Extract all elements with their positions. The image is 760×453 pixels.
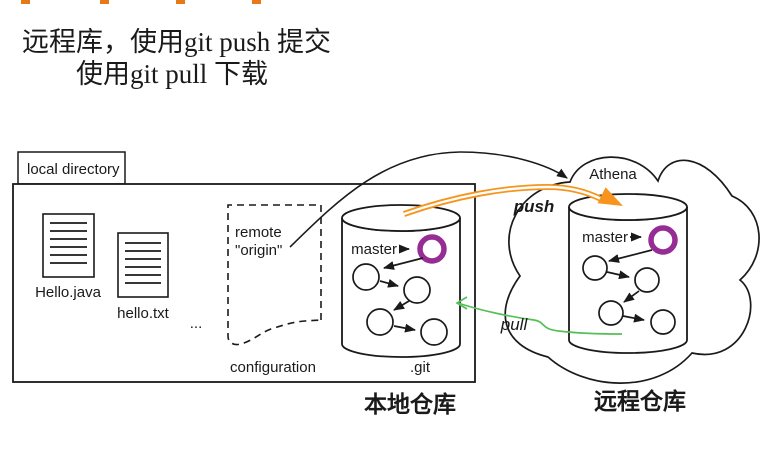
file-label: hello.txt xyxy=(117,305,170,322)
header-line-2: 使用git pull 下载 xyxy=(76,59,269,89)
top-mark xyxy=(252,0,261,4)
pull-arrow-shaft xyxy=(457,302,623,335)
commit-edges xyxy=(606,249,653,323)
cylinder-top xyxy=(341,204,461,232)
pull-arrowhead xyxy=(455,296,468,310)
cloud-label: Athena xyxy=(589,166,637,183)
document-icon xyxy=(42,213,95,278)
local-branch-label: master xyxy=(351,241,397,258)
commit-node xyxy=(598,300,624,326)
remote-git-database: master xyxy=(568,193,688,354)
top-mark xyxy=(100,0,109,4)
top-mark xyxy=(176,0,185,4)
commit-node xyxy=(582,255,608,281)
commit-nodes xyxy=(582,255,676,335)
folder-label: local directory xyxy=(27,161,120,178)
remote-branch-label: master xyxy=(582,229,628,246)
push-arrowhead xyxy=(597,187,623,206)
local-repo-caption: 本地仓库 xyxy=(364,391,456,417)
config-origin-label: "origin" xyxy=(235,242,282,259)
push-arrow-shaft-gap xyxy=(403,185,602,216)
push-arrow: push xyxy=(403,183,623,217)
local-git-database: master .git xyxy=(341,204,461,376)
top-cropped-marks xyxy=(21,0,261,4)
commit-node xyxy=(403,276,431,304)
dashed-outline xyxy=(227,204,322,346)
remote-repo-caption: 远程仓库 xyxy=(594,388,686,414)
config-remote-label: remote xyxy=(235,224,282,241)
top-mark xyxy=(21,0,30,4)
push-label: push xyxy=(513,197,555,216)
file-label: Hello.java xyxy=(35,284,102,301)
local-db-label: .git xyxy=(410,359,431,376)
head-commit-node xyxy=(648,225,678,255)
file-hello-java: Hello.java xyxy=(35,213,102,301)
document-text-lines xyxy=(125,242,161,284)
commit-node xyxy=(634,267,660,293)
commit-node xyxy=(650,309,676,335)
commit-node xyxy=(420,318,448,346)
file-hello-txt: hello.txt xyxy=(117,232,170,322)
config-caption: configuration xyxy=(230,359,316,376)
head-commit-node xyxy=(417,234,447,264)
origin-to-remote-line xyxy=(289,151,568,248)
document-text-lines xyxy=(50,222,87,264)
header-line-1: 远程库，使用git push 提交 xyxy=(22,27,332,57)
commit-nodes xyxy=(352,263,448,346)
pull-label: pull xyxy=(500,315,529,334)
more-files-ellipsis: ... xyxy=(190,315,203,332)
cylinder-top xyxy=(568,193,688,221)
commit-node xyxy=(352,263,380,291)
commit-node xyxy=(366,308,394,336)
pull-arrow: pull xyxy=(455,296,623,335)
configuration-box: remote "origin" configuration xyxy=(227,204,322,376)
commit-edges xyxy=(379,257,424,333)
